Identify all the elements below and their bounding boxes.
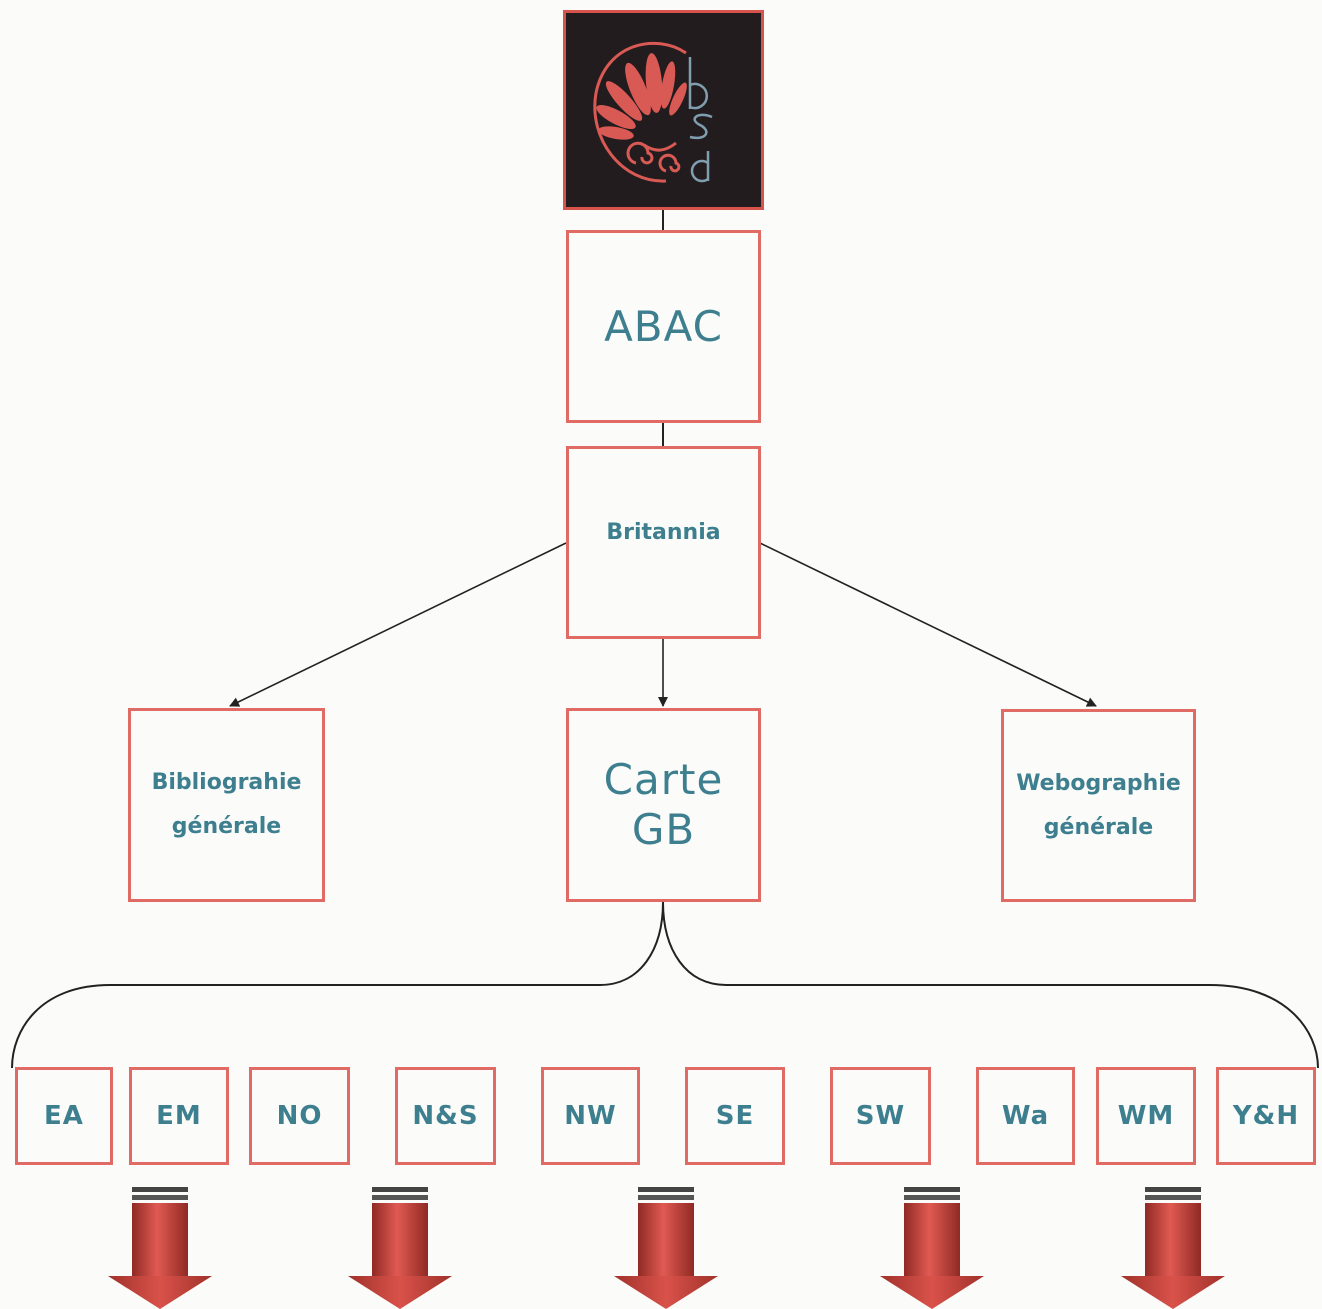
node-abac-label: ABAC	[604, 301, 723, 351]
region-box-ns[interactable]: N&S	[395, 1067, 496, 1165]
region-box-wa[interactable]: Wa	[976, 1067, 1075, 1165]
down-arrow	[614, 1187, 718, 1309]
down-arrow	[1121, 1187, 1225, 1309]
region-box-em[interactable]: EM	[129, 1067, 229, 1165]
palmette-icon	[593, 41, 713, 183]
node-bibliographie[interactable]: Bibliograhie générale	[128, 708, 325, 902]
region-box-se[interactable]: SE	[685, 1067, 785, 1165]
region-label: NO	[276, 1101, 323, 1131]
down-arrow	[108, 1187, 212, 1309]
bsa-logo[interactable]	[563, 10, 764, 210]
region-label: Y&H	[1232, 1101, 1300, 1131]
node-britannia[interactable]: Britannia	[566, 446, 761, 639]
region-label: N&S	[412, 1101, 479, 1131]
node-abac[interactable]: ABAC	[566, 230, 761, 423]
region-box-yh[interactable]: Y&H	[1216, 1067, 1316, 1165]
node-webographie[interactable]: Webographie générale	[1001, 709, 1196, 902]
region-label: NW	[564, 1101, 617, 1131]
region-label: EA	[44, 1101, 84, 1131]
region-label: SE	[715, 1101, 755, 1131]
arrow-britannia-webographie	[759, 542, 1097, 707]
region-label: Wa	[1001, 1101, 1050, 1131]
down-arrow	[348, 1187, 452, 1309]
region-box-ea[interactable]: EA	[15, 1067, 113, 1165]
region-box-sw[interactable]: SW	[830, 1067, 931, 1165]
node-bibliographie-line1: Bibliograhie	[151, 770, 302, 795]
node-carte-line1: Carte	[603, 755, 724, 804]
region-label: EM	[156, 1101, 202, 1131]
region-box-nw[interactable]: NW	[541, 1067, 640, 1165]
region-box-wm[interactable]: WM	[1096, 1067, 1196, 1165]
arrow-britannia-bibliographie	[229, 542, 567, 707]
node-bibliographie-line2: générale	[171, 814, 282, 839]
region-label: SW	[855, 1101, 906, 1131]
node-carte-gb[interactable]: Carte GB	[566, 708, 761, 902]
node-webographie-line2: générale	[1043, 814, 1154, 840]
node-britannia-label: Britannia	[606, 520, 721, 545]
region-box-no[interactable]: NO	[249, 1067, 350, 1165]
down-arrow	[880, 1187, 984, 1309]
node-webographie-line1: Webographie	[1016, 770, 1181, 796]
node-carte-line2: GB	[631, 805, 696, 854]
region-label: WM	[1117, 1101, 1175, 1131]
brace-regions	[11, 901, 1319, 1069]
